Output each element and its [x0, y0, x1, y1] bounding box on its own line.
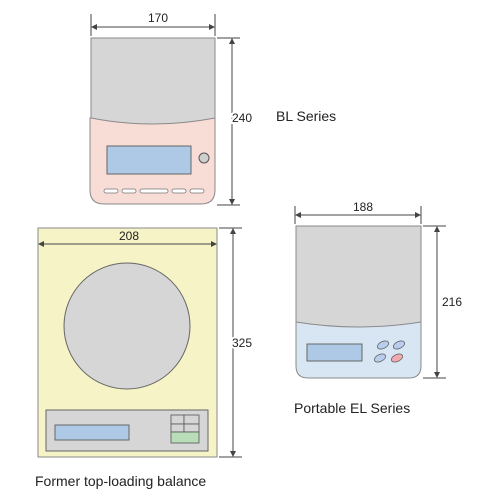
former-display: [54, 424, 130, 441]
el-width-label: 188: [353, 200, 373, 214]
el-height-label: 216: [442, 295, 462, 309]
bl-key: [121, 188, 137, 194]
former-key: [183, 423, 200, 433]
el-series-caption: Portable EL Series: [294, 400, 410, 416]
former-key: [170, 414, 185, 425]
bl-power-button: [198, 152, 210, 164]
former-height-label: 325: [232, 336, 252, 350]
bl-series-caption: BL Series: [276, 108, 336, 124]
bl-key-row: [103, 188, 205, 194]
bl-key: [139, 188, 169, 194]
bl-height-label: 240: [232, 111, 252, 125]
el-series-balance: 188 216 Portable EL Series: [294, 200, 464, 416]
el-key: [373, 353, 387, 363]
former-width-label: 208: [119, 229, 139, 243]
el-keypad: [373, 340, 406, 363]
el-weighing-pan: [295, 225, 422, 328]
el-key-pink: [390, 353, 404, 363]
former-key: [170, 423, 185, 433]
former-balance: 208 325 Former top-loading balance: [35, 227, 254, 489]
former-key-green: [170, 431, 200, 444]
former-caption: Former top-loading balance: [35, 473, 206, 489]
former-weighing-pan: [63, 262, 191, 390]
bl-key: [103, 188, 119, 194]
former-key: [183, 414, 200, 425]
former-keypad: [170, 414, 200, 444]
bl-series-balance: 170 240 BL Series: [89, 11, 336, 206]
bl-key: [189, 188, 205, 194]
el-display: [306, 343, 363, 362]
bl-weighing-pan: [90, 37, 216, 125]
bl-key: [171, 188, 187, 194]
bl-display: [106, 145, 192, 175]
bl-width-label: 170: [148, 11, 168, 25]
el-key: [376, 340, 390, 350]
el-key: [392, 340, 406, 350]
